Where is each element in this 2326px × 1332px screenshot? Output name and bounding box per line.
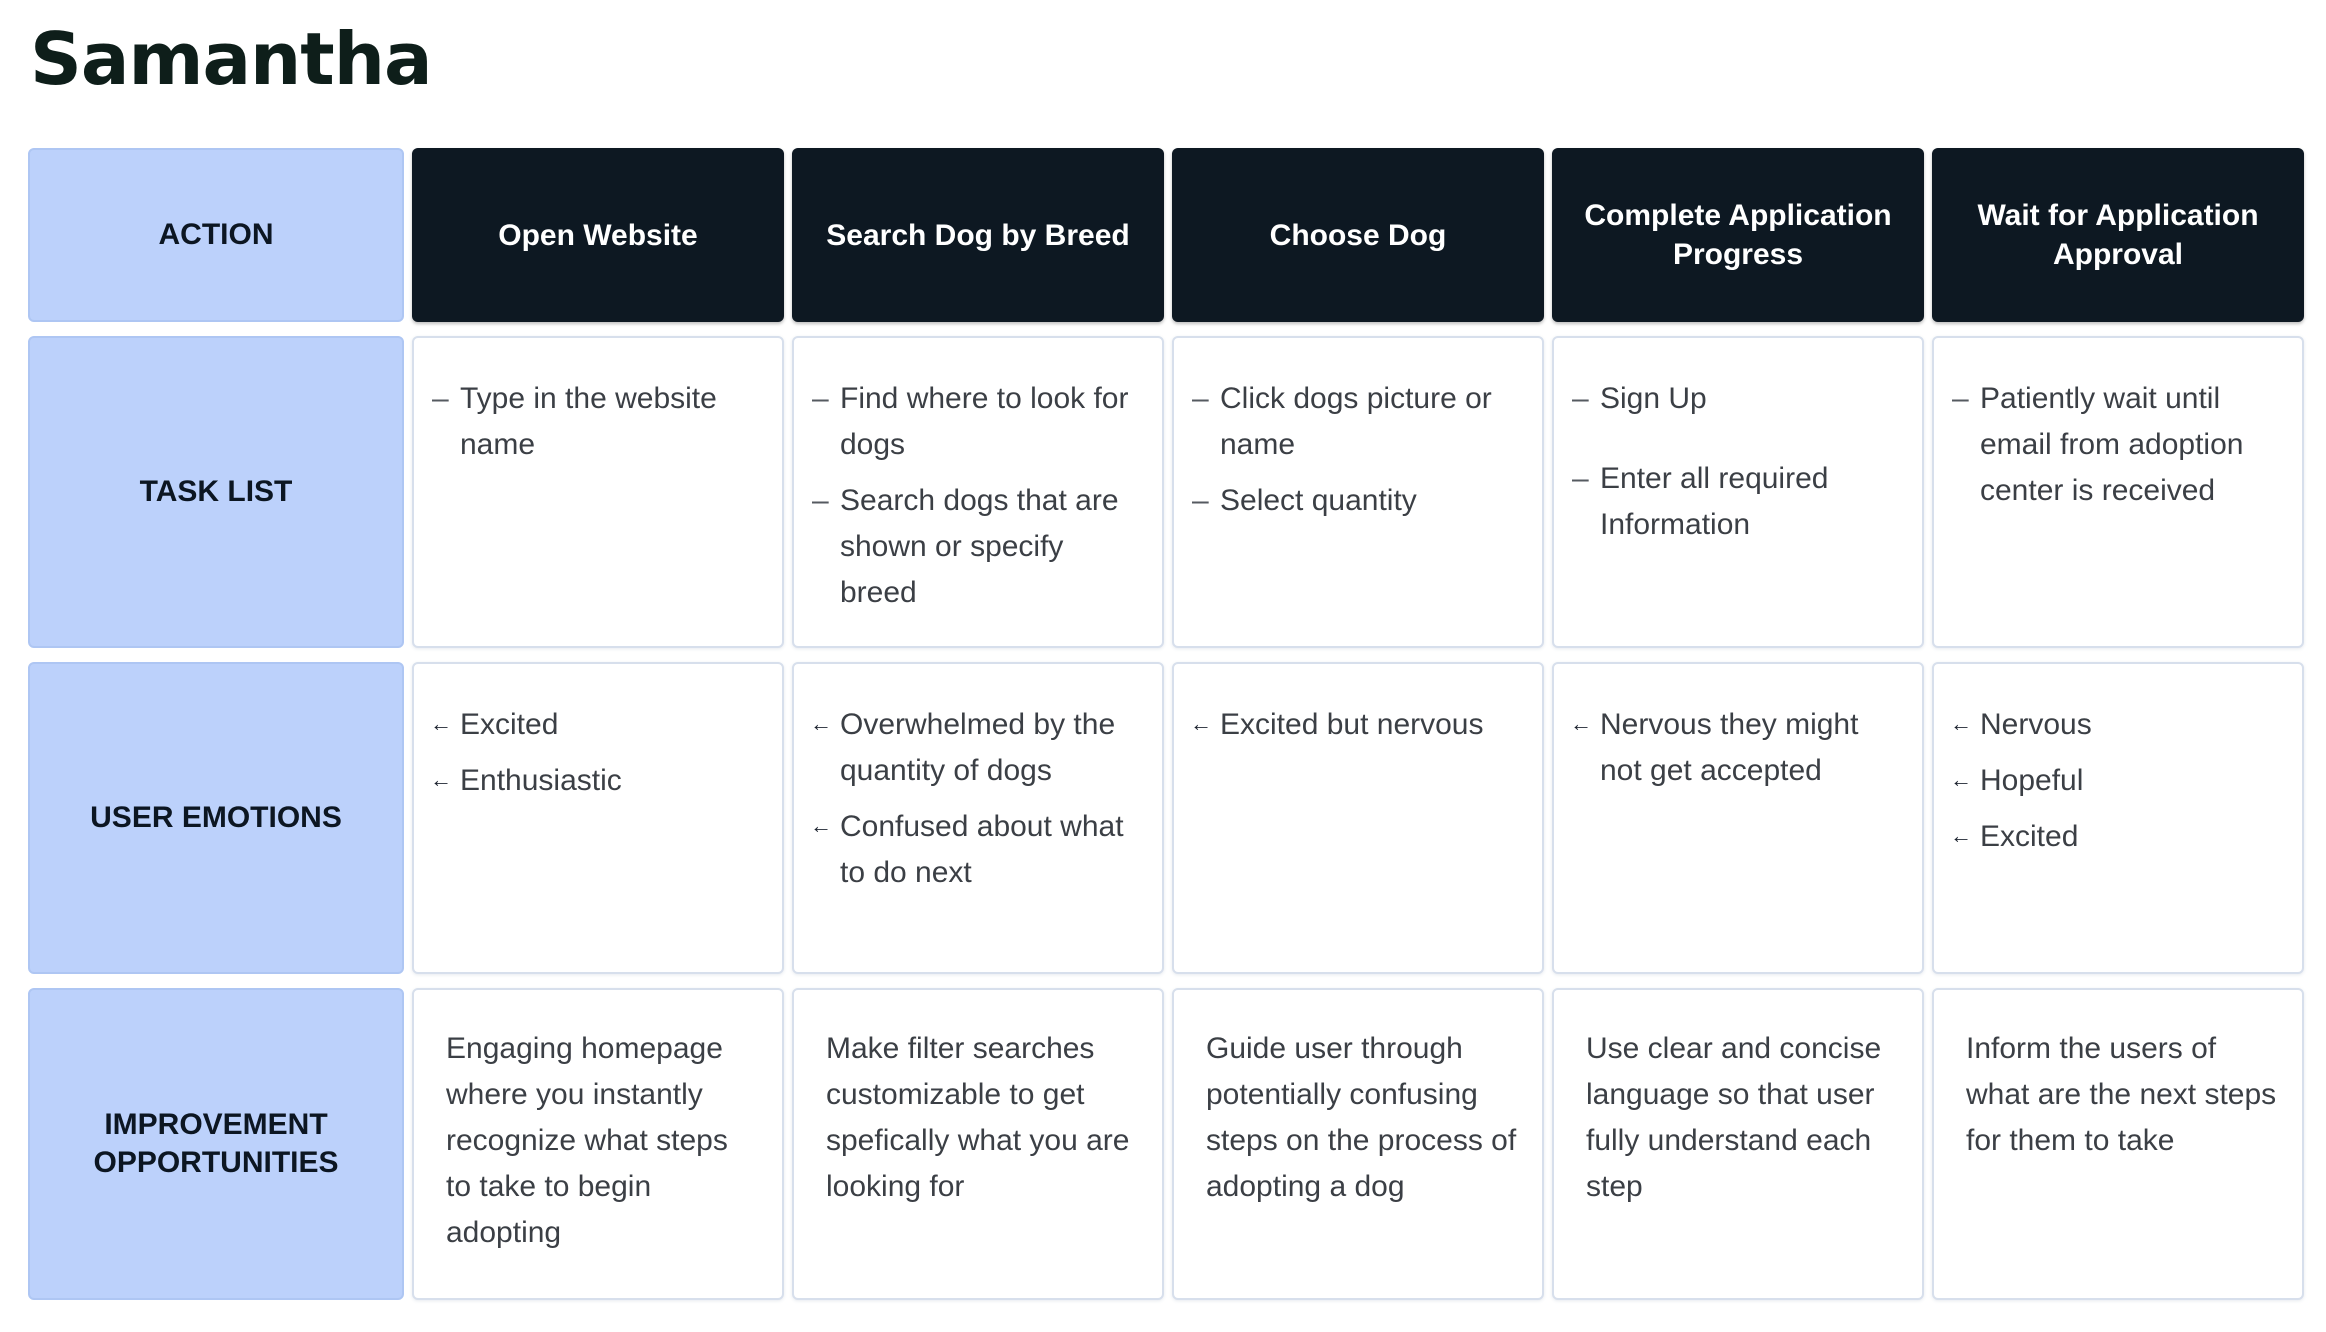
improvement-cell-search-dog: Make filter searches customizable to get… <box>792 988 1164 1300</box>
task-cell-wait-for-approval: Patiently wait until email from adoption… <box>1932 336 2304 648</box>
improvement-cell-choose-dog: Guide user through potentially confusing… <box>1172 988 1544 1300</box>
improvement-text: Guide user through potentially confusing… <box>1206 1032 1517 1203</box>
task-item: Sign Up <box>1572 376 1902 422</box>
action-search-dog-by-breed: Search Dog by Breed <box>792 148 1164 322</box>
page-title: Samantha <box>30 17 433 101</box>
task-item: Find where to look for dogs <box>812 376 1142 468</box>
task-cell-choose-dog: Click dogs picture or name Select quanti… <box>1172 336 1544 648</box>
action-complete-application: Complete Application Progress <box>1552 148 1924 322</box>
task-item: Select quantity <box>1192 478 1522 524</box>
task-cell-search-dog: Find where to look for dogs Search dogs … <box>792 336 1164 648</box>
task-item: Click dogs picture or name <box>1192 376 1522 468</box>
emotion-item: Excited <box>430 701 762 748</box>
row-label-action: ACTION <box>28 148 404 322</box>
improvement-cell-complete-application: Use clear and concise language so that u… <box>1552 988 1924 1300</box>
journey-map-grid: ACTION Open Website Search Dog by Breed … <box>28 148 2304 1300</box>
improvement-text: Inform the users of what are the next st… <box>1966 1032 2277 1157</box>
task-cell-complete-application: Sign Up Enter all required Information <box>1552 336 1924 648</box>
action-open-website: Open Website <box>412 148 784 322</box>
row-label-improvement-opportunities: IMPROVEMENT OPPORTUNITIES <box>28 988 404 1300</box>
emotion-item: Excited but nervous <box>1190 701 1522 748</box>
emotion-cell-wait-for-approval: Nervous Hopeful Excited <box>1932 662 2304 974</box>
emotion-cell-complete-application: Nervous they might not get accepted <box>1552 662 1924 974</box>
improvement-text: Use clear and concise language so that u… <box>1586 1032 1882 1203</box>
emotion-cell-search-dog: Overwhelmed by the quantity of dogs Conf… <box>792 662 1164 974</box>
task-item: Search dogs that are shown or specify br… <box>812 478 1142 616</box>
improvement-cell-open-website: Engaging homepage where you instantly re… <box>412 988 784 1300</box>
emotion-item: Nervous <box>1950 701 2282 748</box>
task-item: Enter all required Information <box>1572 456 1902 548</box>
task-item: Type in the website name <box>432 376 762 468</box>
improvement-text: Engaging homepage where you instantly re… <box>446 1032 728 1249</box>
emotion-item: Excited <box>1950 813 2282 860</box>
action-wait-for-approval: Wait for Application Approval <box>1932 148 2304 322</box>
emotion-item: Enthusiastic <box>430 757 762 804</box>
emotion-cell-choose-dog: Excited but nervous <box>1172 662 1544 974</box>
emotion-item: Nervous they might not get accepted <box>1570 701 1902 794</box>
emotion-item: Confused about what to do next <box>810 803 1142 896</box>
task-item: Patiently wait until email from adoption… <box>1952 376 2282 514</box>
row-label-user-emotions: USER EMOTIONS <box>28 662 404 974</box>
emotion-item: Hopeful <box>1950 757 2282 804</box>
emotion-item: Overwhelmed by the quantity of dogs <box>810 701 1142 794</box>
emotion-cell-open-website: Excited Enthusiastic <box>412 662 784 974</box>
task-cell-open-website: Type in the website name <box>412 336 784 648</box>
improvement-cell-wait-for-approval: Inform the users of what are the next st… <box>1932 988 2304 1300</box>
action-choose-dog: Choose Dog <box>1172 148 1544 322</box>
row-label-task-list: TASK LIST <box>28 336 404 648</box>
improvement-text: Make filter searches customizable to get… <box>826 1032 1130 1203</box>
